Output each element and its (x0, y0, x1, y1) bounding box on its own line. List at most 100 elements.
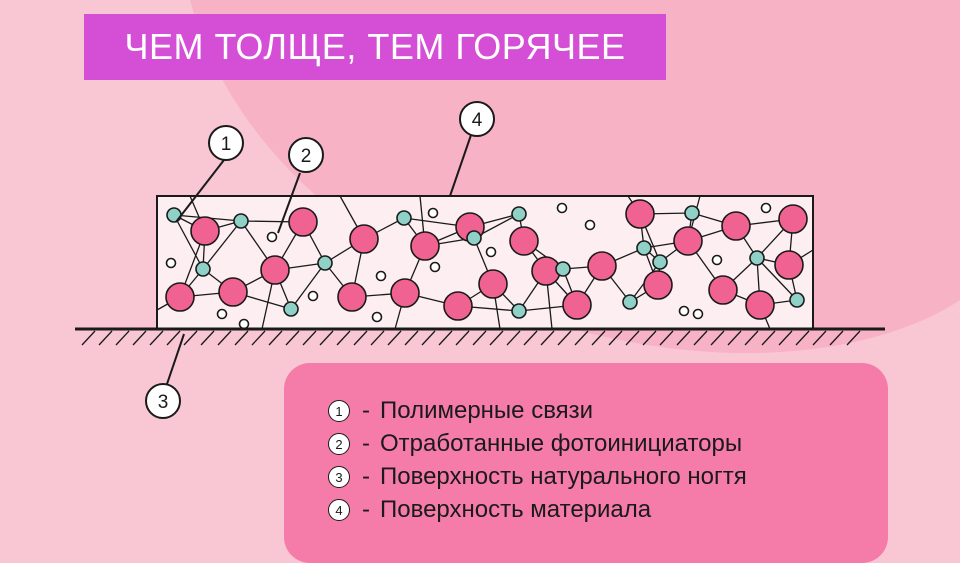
hatch-mark (506, 330, 521, 346)
legend-dash: - (362, 463, 370, 490)
legend-item-material-surface: 4 - Поверхность материала (328, 495, 651, 525)
photoinitiator-particle (427, 207, 439, 219)
legend-number: 3 (328, 466, 350, 488)
polymer-particle (643, 270, 673, 300)
small-particle (511, 206, 527, 222)
polymer-particle (778, 204, 808, 234)
small-particle (636, 240, 652, 256)
polymer-particle (509, 226, 539, 256)
polymer-particle (337, 282, 367, 312)
polymer-particle (190, 216, 220, 246)
legend-label: Полимерные связи (380, 397, 594, 424)
callout-2: 2 (288, 137, 324, 173)
hatch-mark (302, 330, 317, 346)
photoinitiator-particle (429, 261, 441, 273)
photoinitiator-particle (584, 219, 596, 231)
polymer-bond-line (290, 262, 326, 310)
photoinitiator-particle (556, 202, 568, 214)
hatch-mark (693, 330, 708, 346)
hatch-mark (183, 330, 198, 346)
material-layer-diagram: 1 2 3 4 (75, 101, 885, 419)
hatch-mark (472, 330, 487, 346)
hatch-mark (149, 330, 164, 346)
polymer-particle (349, 224, 379, 254)
hatch-mark (285, 330, 300, 346)
hatch-mark (234, 330, 249, 346)
hatch-mark (166, 330, 181, 346)
callout-4: 4 (459, 101, 495, 137)
legend-dash: - (362, 397, 370, 424)
photoinitiator-particle (760, 202, 772, 214)
callout-1-leader (175, 159, 225, 223)
callout-2-leader (277, 172, 301, 234)
photoinitiator-particle (307, 290, 319, 302)
polymer-bond-line (202, 220, 242, 270)
small-particle (684, 205, 700, 221)
small-particle (166, 207, 182, 223)
legend-dash: - (362, 430, 370, 457)
photoinitiator-particle (238, 318, 250, 330)
small-particle (652, 254, 668, 270)
small-particle (283, 301, 299, 317)
hatch-mark (523, 330, 538, 346)
hatch-mark (829, 330, 844, 346)
hatch-mark (98, 330, 113, 346)
particles (165, 199, 808, 330)
hatch-mark (319, 330, 334, 346)
hatch-mark (404, 330, 419, 346)
page-title: ЧЕМ ТОЛЩЕ, ТЕМ ГОРЯЧЕЕ (124, 26, 626, 67)
photoinitiator-particle (375, 270, 387, 282)
callout-2-label: 2 (301, 146, 312, 167)
polymer-bond-line (173, 214, 204, 270)
hatch-mark (217, 330, 232, 346)
polymer-particle (410, 231, 440, 261)
callout-3-leader (166, 333, 185, 385)
small-particle (396, 210, 412, 226)
polymer-particle (774, 250, 804, 280)
small-particle (749, 250, 765, 266)
callout-1: 1 (208, 125, 244, 161)
hatch-mark (778, 330, 793, 346)
hatch-mark (353, 330, 368, 346)
legend-box: 1 - Полимерные связи 2 - Отработанные фо… (284, 363, 888, 563)
legend-label: Поверхность материала (380, 496, 652, 523)
hatch-mark (608, 330, 623, 346)
callout-3-label: 3 (158, 392, 169, 413)
small-particle (466, 230, 482, 246)
hatch-mark (795, 330, 810, 346)
hatch-mark (676, 330, 691, 346)
hatch-mark (540, 330, 555, 346)
hatch-mark (642, 330, 657, 346)
photoinitiator-particle (266, 231, 278, 243)
hatch-mark (421, 330, 436, 346)
legend-label: Отработанные фотоинициаторы (380, 430, 743, 457)
polymer-bond-line (756, 257, 798, 301)
hatch-mark (455, 330, 470, 346)
polymer-particle (390, 278, 420, 308)
hatch-mark (659, 330, 674, 346)
hatch-mark (591, 330, 606, 346)
title-banner: ЧЕМ ТОЛЩЕ, ТЕМ ГОРЯЧЕЕ (84, 14, 666, 80)
small-particle (555, 261, 571, 277)
hatch-mark (812, 330, 827, 346)
polymer-particle (443, 291, 473, 321)
polymer-particle (165, 282, 195, 312)
hatch-mark (744, 330, 759, 346)
small-particle (622, 294, 638, 310)
polymer-particle (708, 275, 738, 305)
polymer-particle (288, 207, 318, 237)
hatch-mark (251, 330, 266, 346)
legend-number: 1 (328, 400, 350, 422)
legend-dash: - (362, 496, 370, 523)
callout-4-leader (449, 134, 472, 197)
legend-number: 4 (328, 499, 350, 521)
polymer-particle (587, 251, 617, 281)
hatch-mark (489, 330, 504, 346)
polymer-particle (721, 211, 751, 241)
photoinitiator-particle (485, 246, 497, 258)
legend-item-polymer-bonds: 1 - Полимерные связи (328, 396, 593, 426)
small-particle (511, 303, 527, 319)
hatch-mark (336, 330, 351, 346)
polymer-particle (218, 277, 248, 307)
hatch-mark (268, 330, 283, 346)
